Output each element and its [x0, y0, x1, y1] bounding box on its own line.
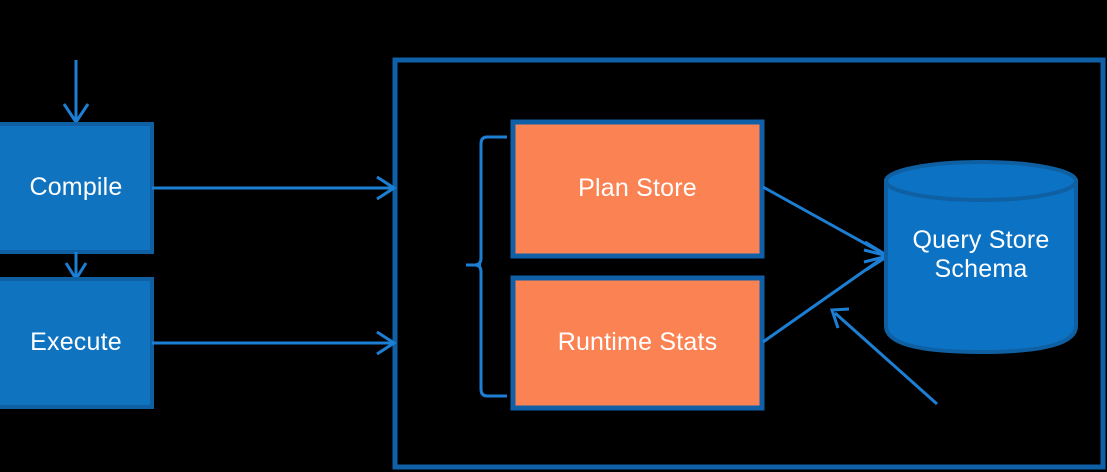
runtime-stats-to-schema-arrow [762, 248, 892, 344]
grouping-brace [466, 135, 507, 398]
execute-to-boundary-arrow [152, 330, 397, 356]
query-store-schema-cylinder[interactable] [884, 160, 1078, 355]
external-to-schema-arrow [829, 307, 938, 406]
compile-to-execute-arrow [64, 252, 88, 282]
incoming-to-compile-arrow [62, 60, 90, 125]
plan-store-box[interactable] [510, 119, 765, 259]
query-store-boundary [392, 57, 1106, 470]
compile-box[interactable] [0, 122, 154, 254]
execute-box[interactable] [0, 277, 154, 409]
compile-to-boundary-arrow [152, 175, 397, 201]
runtime-stats-box[interactable] [510, 275, 765, 411]
